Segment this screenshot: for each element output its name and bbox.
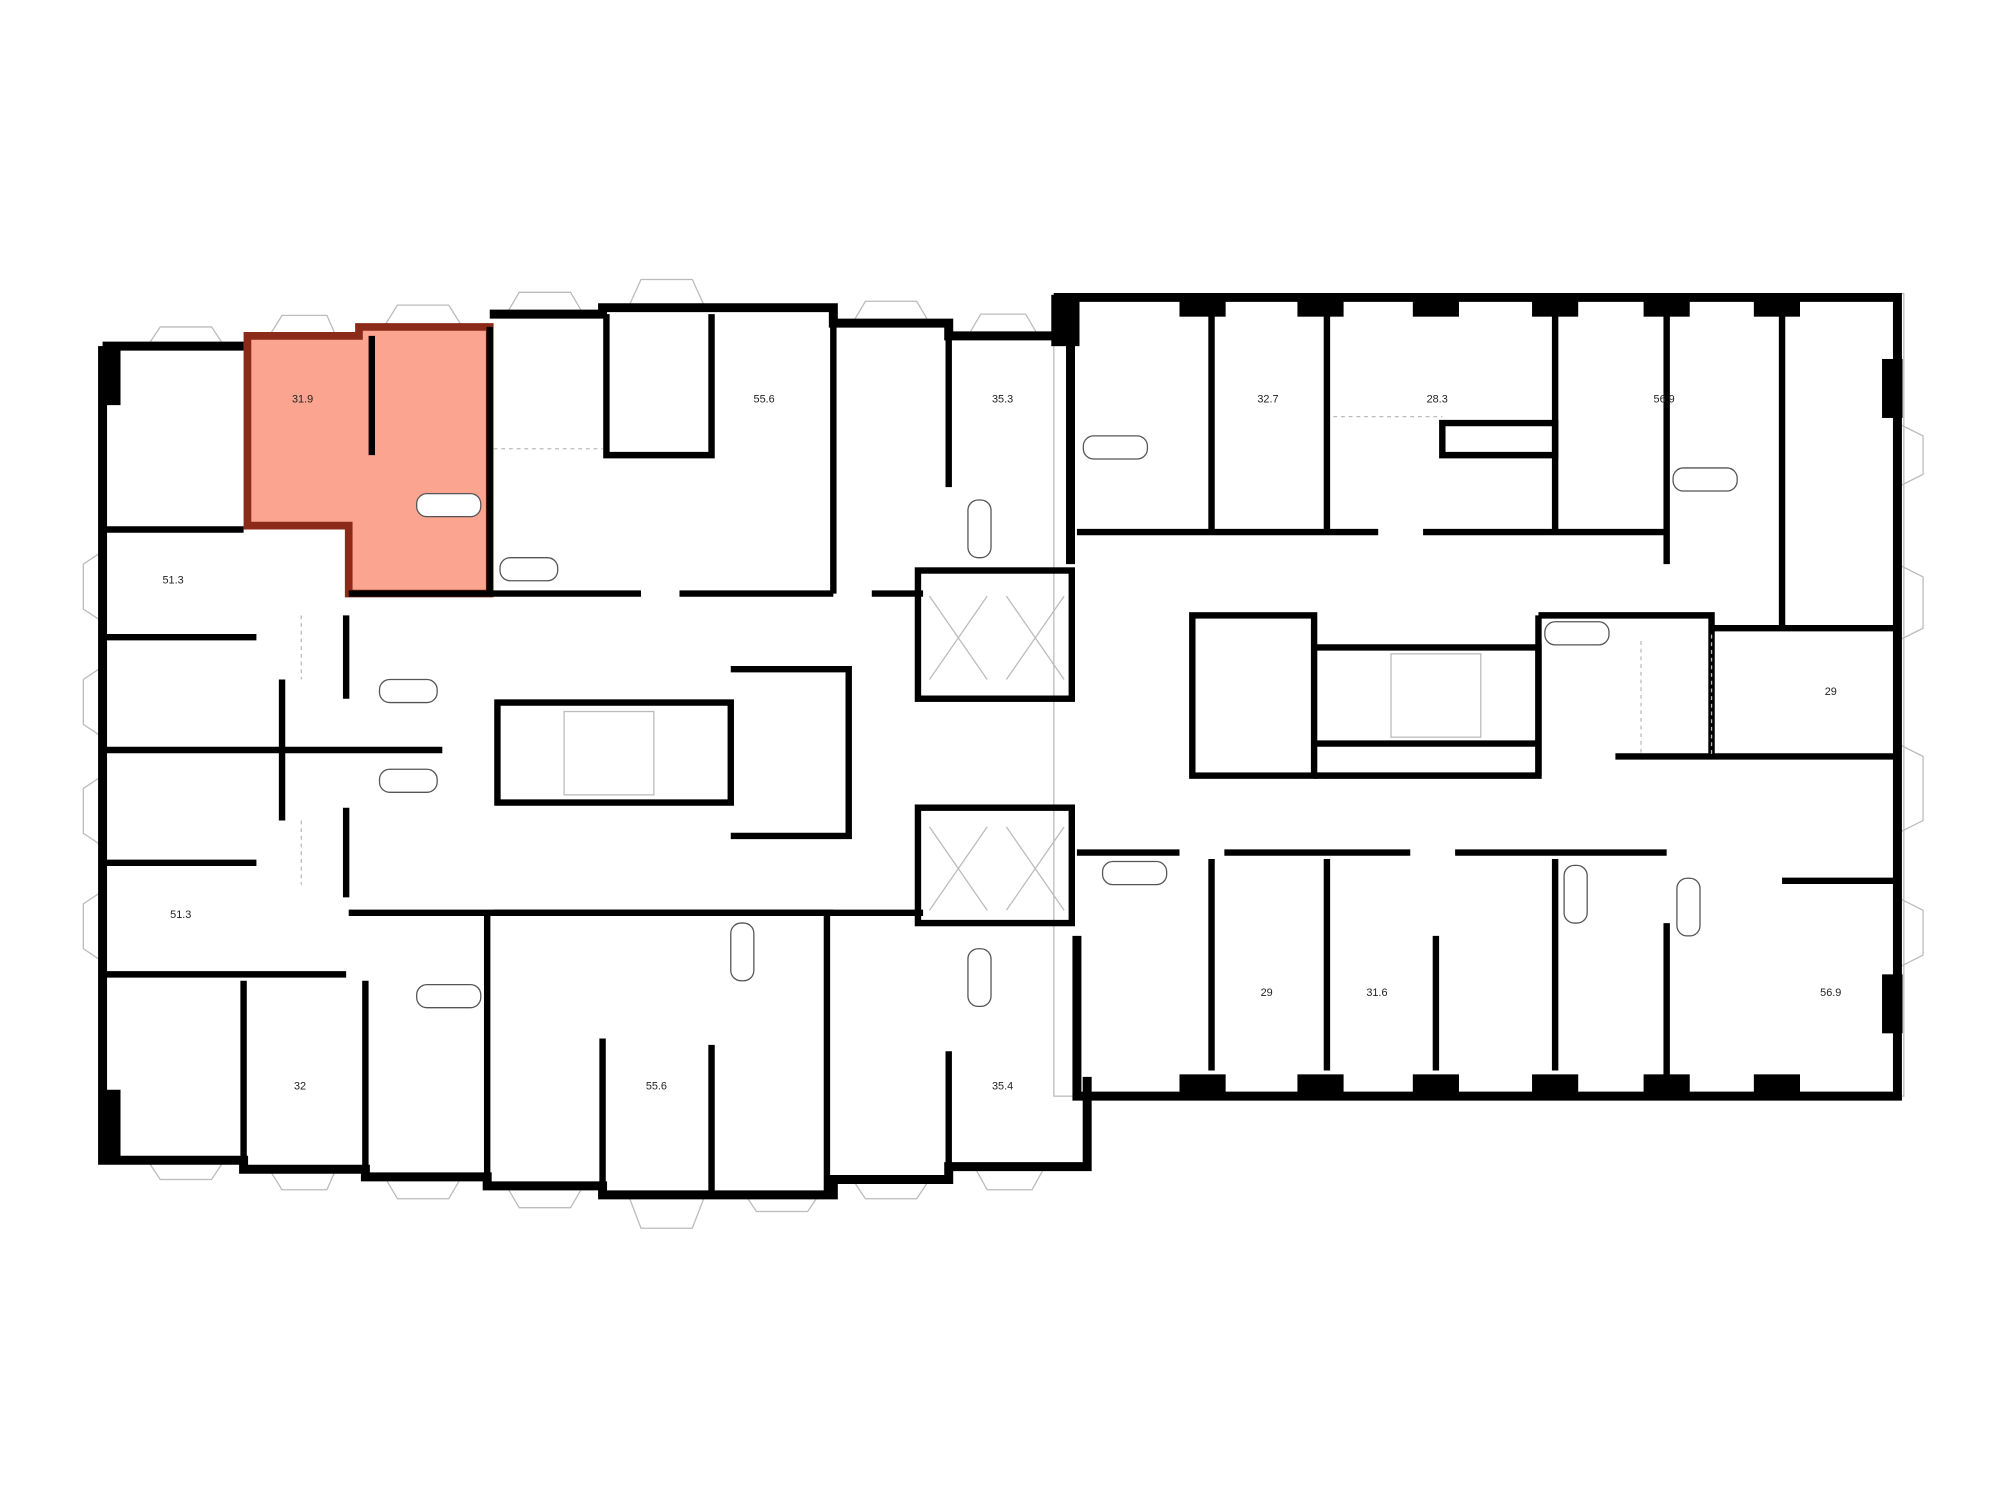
apartment-area-label: 51.3 (170, 909, 191, 921)
apartment-51-3-bottom[interactable]: 51.3 (103, 863, 347, 975)
apartment-area-label: 55.6 (646, 1081, 667, 1093)
apartment-area-label: 29 (1261, 987, 1273, 999)
apartment-area-label: 56.9 (1654, 394, 1675, 406)
apartment-55-6-bottom[interactable]: 55.6 (603, 913, 712, 1186)
apartment-area-label: 29 (1825, 686, 1837, 698)
apartment-32[interactable]: 32 (244, 981, 366, 1160)
apartment-56-9-top[interactable]: 56.9 (1555, 314, 1782, 628)
apartment-area-label: 51.3 (162, 574, 183, 586)
apartment-area-label: 56.9 (1820, 987, 1841, 999)
apartment-area-label: 31.9 (292, 394, 313, 406)
apartment-31-9[interactable]: 31.9 (292, 394, 313, 406)
apartment-area-label: 35.4 (992, 1081, 1013, 1093)
apartment-28-3[interactable]: 28.3 (1327, 314, 1555, 532)
apartment-32-7[interactable]: 32.7 (1212, 314, 1327, 532)
apartment-31-6[interactable]: 31.6 (1327, 853, 1436, 1071)
apartment-35-4[interactable]: 35.4 (949, 936, 1077, 1167)
apartment-area-label: 32.7 (1257, 394, 1278, 406)
bathroom-fixtures (300, 416, 1738, 1009)
apartment-area-label: 28.3 (1427, 394, 1448, 406)
building-core (494, 567, 1715, 927)
apartment-56-9-bottom[interactable]: 56.9 (1667, 881, 1898, 1096)
apartment-area-label: 31.6 (1366, 987, 1387, 999)
apartment-51-3-top[interactable]: 51.3 (103, 529, 347, 637)
interior-walls (102, 314, 1898, 1195)
apartment-29-bottom[interactable]: 29 (1212, 853, 1327, 1071)
apartment-35-3[interactable]: 35.3 (949, 336, 1071, 567)
apartment-29-right[interactable]: 29 (1712, 628, 1898, 756)
apartment-55-6-top[interactable]: 55.6 (712, 321, 834, 590)
apartment-area-label: 35.3 (992, 394, 1013, 406)
apartment-area-label: 32 (294, 1081, 306, 1093)
apartment-area-label: 55.6 (754, 394, 775, 406)
